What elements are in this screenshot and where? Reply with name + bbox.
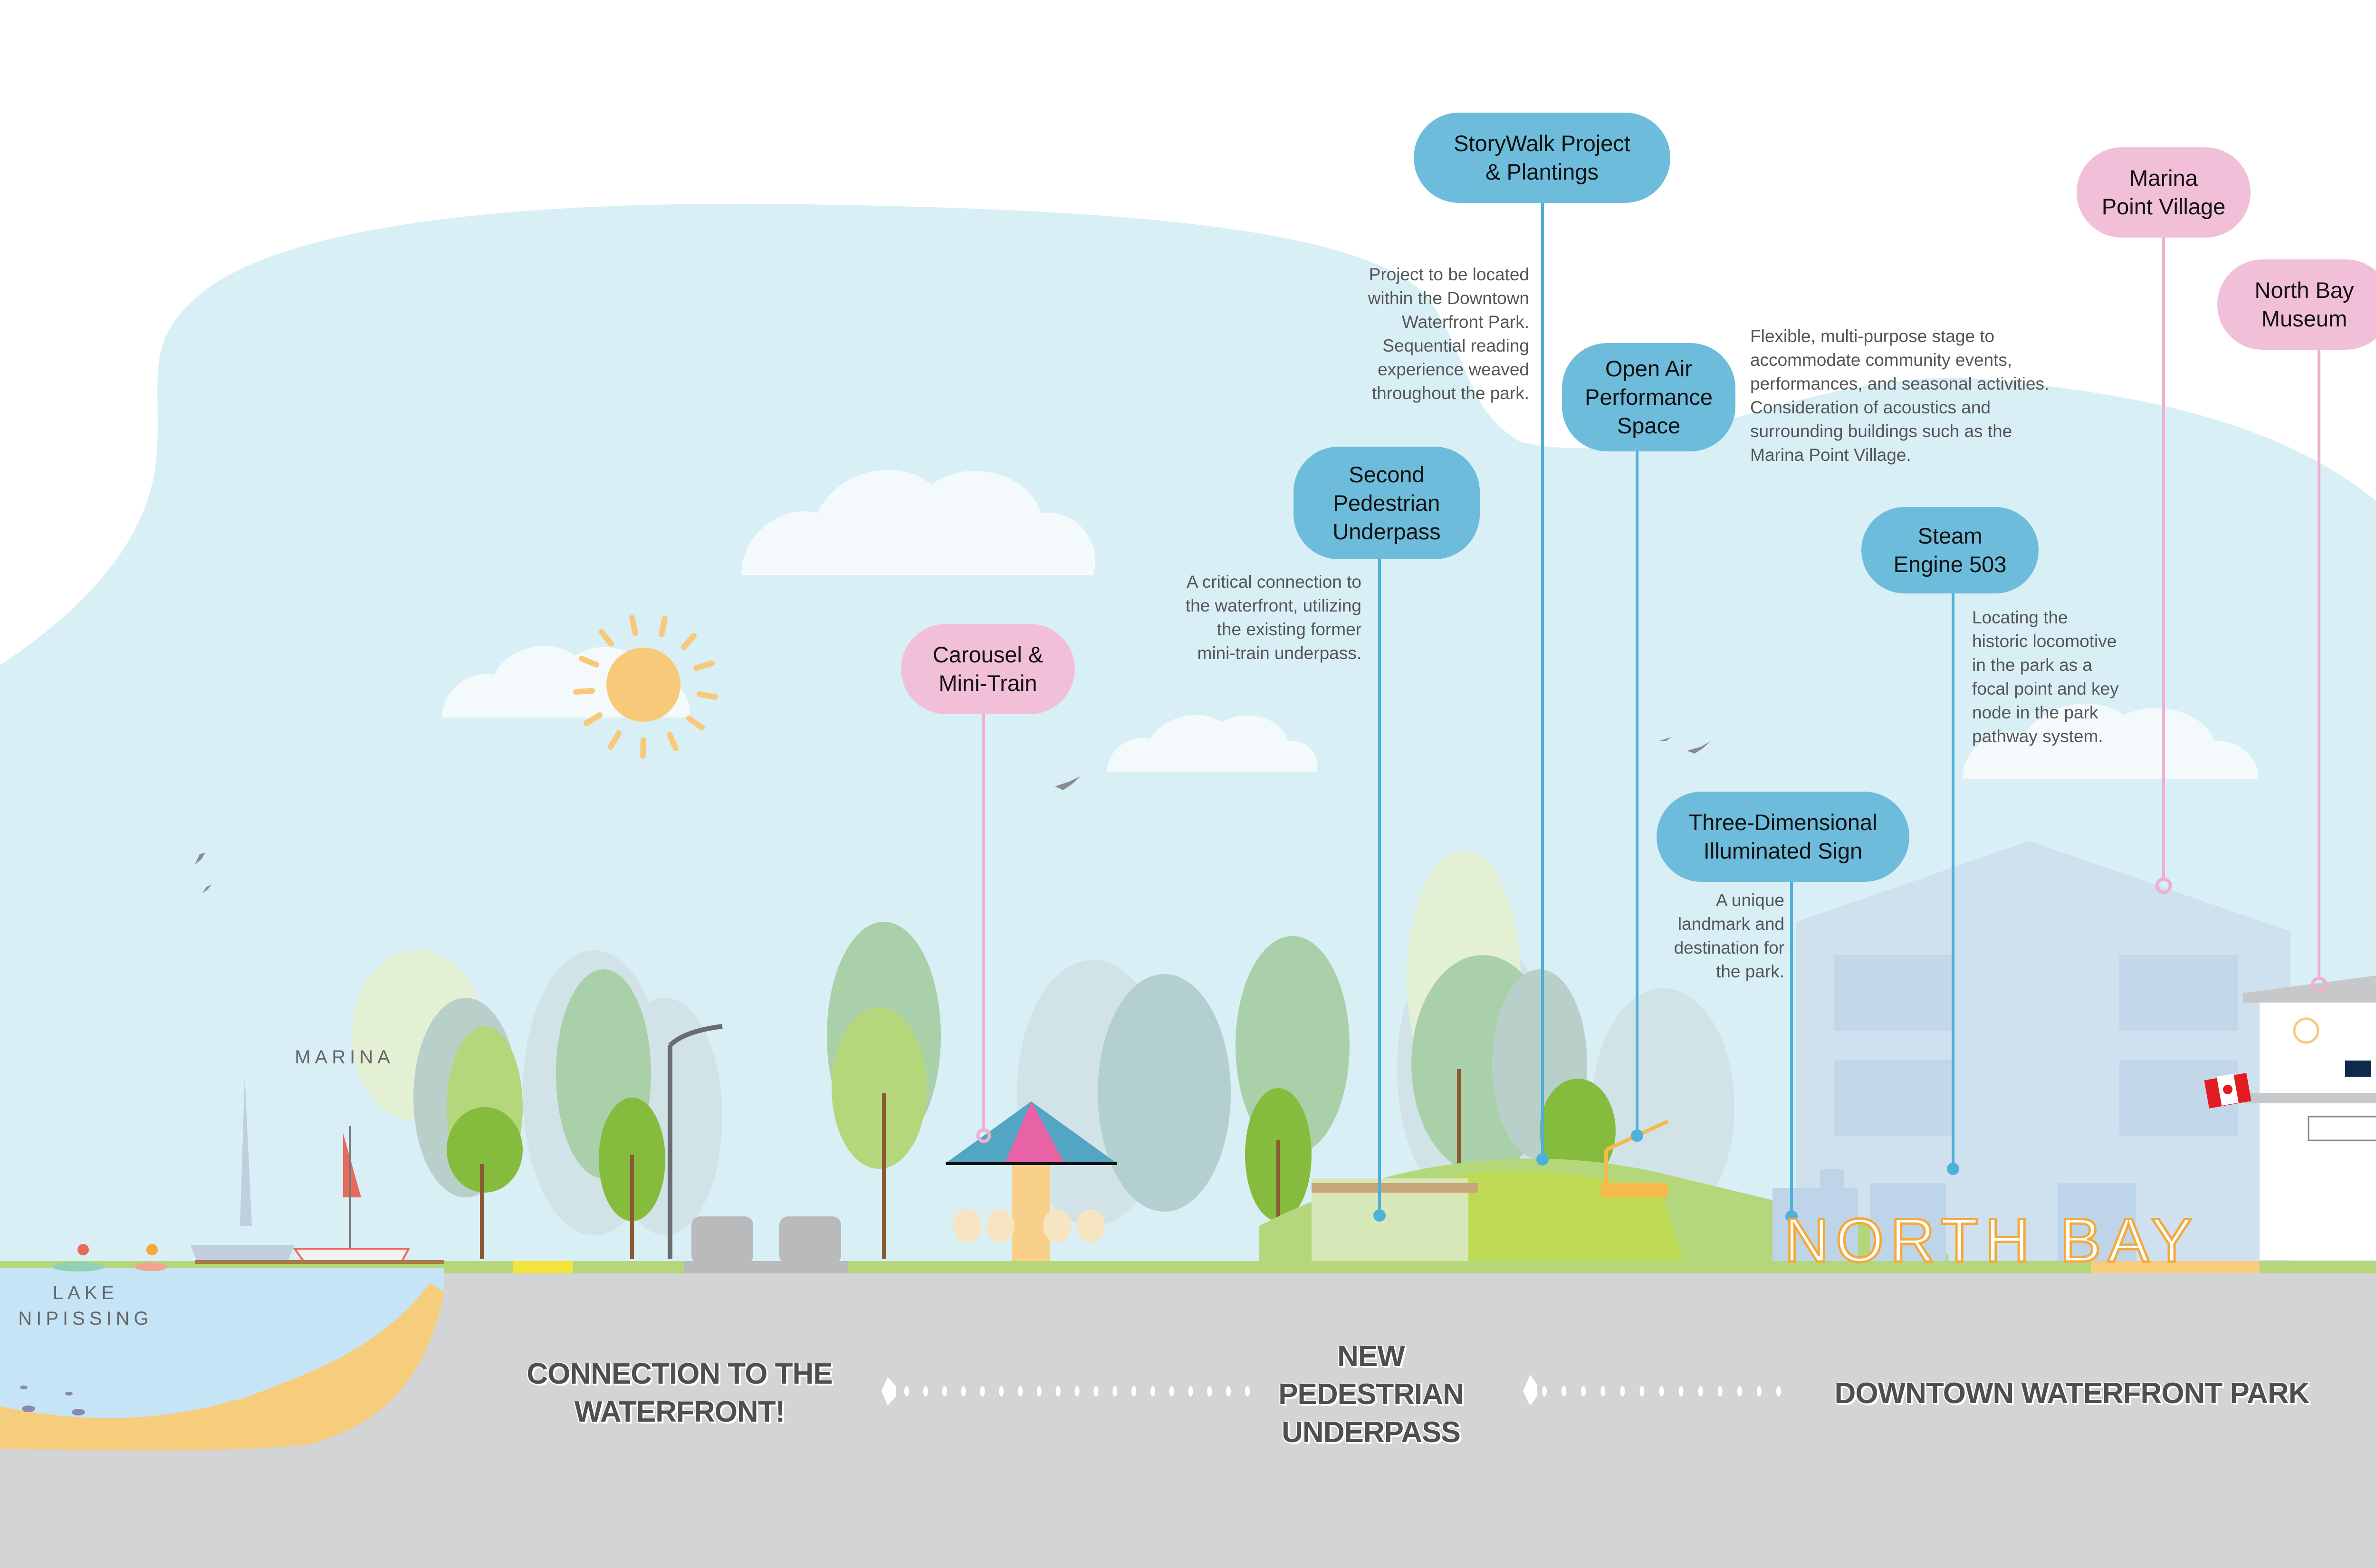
marina-village-leader bbox=[2162, 235, 2165, 879]
path-dot bbox=[1737, 1386, 1742, 1396]
openair-leader bbox=[1636, 449, 1638, 1131]
underpass-leader bbox=[1378, 558, 1381, 1209]
path-dot bbox=[1659, 1386, 1664, 1396]
callout-marina-point-village[interactable]: Marina Point Village bbox=[2077, 147, 2251, 238]
path-dot bbox=[1698, 1386, 1703, 1396]
storywalk-marker bbox=[1536, 1153, 1549, 1166]
path-dot bbox=[1639, 1386, 1645, 1396]
callout-open-air-performance[interactable]: Open Air Performance Space bbox=[1562, 343, 1735, 451]
callout-second-underpass[interactable]: Second Pedestrian Underpass bbox=[1293, 447, 1480, 559]
path-dot bbox=[1756, 1386, 1762, 1396]
path-dot bbox=[1055, 1386, 1061, 1396]
marina-label: MARINA bbox=[295, 1047, 394, 1068]
sun-icon bbox=[573, 615, 718, 759]
description-open-air-performance: Flexible, multi-purpose stage to accommo… bbox=[1750, 326, 2050, 465]
steam-leader bbox=[1952, 592, 1954, 1164]
marina-village-marker bbox=[2155, 877, 2172, 894]
sailboat-silhouette bbox=[190, 1076, 295, 1262]
sign-marker bbox=[1785, 1210, 1798, 1223]
carousel-icon bbox=[922, 1101, 1117, 1273]
dotted-path-left bbox=[904, 1386, 1250, 1396]
path-dot bbox=[1245, 1386, 1250, 1396]
path-dot bbox=[1542, 1386, 1547, 1396]
cloud-icon bbox=[741, 469, 1096, 575]
callout-storywalk[interactable]: StoryWalk Project & Plantings bbox=[1414, 113, 1670, 203]
path-dot bbox=[1074, 1386, 1080, 1396]
north-bay-museum-building bbox=[2243, 975, 2376, 1260]
path-dot bbox=[1112, 1386, 1118, 1396]
bird-icon bbox=[195, 737, 1711, 893]
rail-car-silhouette bbox=[2058, 1183, 2136, 1273]
path-dot bbox=[1018, 1386, 1023, 1396]
steam-engine-silhouette bbox=[1772, 1169, 1946, 1264]
arrow-left-icon bbox=[881, 1377, 896, 1405]
path-dot bbox=[1131, 1386, 1136, 1396]
path-dot bbox=[1581, 1386, 1586, 1396]
description-illuminated-sign: A unique landmark and destination for th… bbox=[1674, 890, 1784, 981]
path-dot bbox=[1188, 1386, 1193, 1396]
cloud-icon bbox=[1107, 715, 1318, 772]
path-dot bbox=[1620, 1386, 1625, 1396]
cloud-icon bbox=[1963, 703, 2258, 779]
path-dot bbox=[1678, 1386, 1684, 1396]
steam-marker bbox=[1947, 1163, 1959, 1175]
sign-leader bbox=[1790, 879, 1793, 1212]
downtown-waterfront-park-label: DOWNTOWN WATERFRONT PARK bbox=[1834, 1377, 2310, 1410]
carousel-leader bbox=[982, 713, 985, 1131]
dotted-path-right bbox=[1542, 1386, 1781, 1396]
lake-sand-bed bbox=[0, 1283, 444, 1451]
description-steam-engine: Locating the historic locomotive in the … bbox=[1972, 608, 2119, 746]
description-second-underpass: A critical connection to the waterfront,… bbox=[1185, 572, 1361, 663]
path-dot bbox=[904, 1386, 909, 1396]
callout-carousel[interactable]: Carousel & Mini-Train bbox=[901, 624, 1075, 714]
callout-north-bay-museum[interactable]: North Bay Museum bbox=[2217, 259, 2376, 350]
description-storywalk: Project to be located within the Downtow… bbox=[1368, 265, 1529, 403]
path-dot bbox=[999, 1386, 1004, 1396]
path-dot bbox=[1226, 1386, 1231, 1396]
underpass-structure bbox=[1312, 1178, 1468, 1273]
callout-steam-engine[interactable]: Steam Engine 503 bbox=[1861, 507, 2039, 593]
marina-point-village-building bbox=[1796, 841, 2290, 1273]
path-dot bbox=[1776, 1386, 1781, 1396]
lake-nipissing-label: LAKE NIPISSING bbox=[18, 1282, 153, 1329]
arrow-left-icon bbox=[1523, 1375, 1537, 1405]
street-light-icon bbox=[668, 1024, 723, 1259]
connection-to-waterfront-label: CONNECTION TO THE WATERFRONT! bbox=[527, 1358, 833, 1428]
sailboat-icon bbox=[293, 1126, 411, 1263]
storywalk-leader bbox=[1541, 202, 1544, 1155]
path-dot bbox=[961, 1386, 966, 1396]
path-dot bbox=[1207, 1386, 1212, 1396]
path-dot bbox=[1562, 1386, 1567, 1396]
path-dot bbox=[1717, 1386, 1723, 1396]
path-dot bbox=[1150, 1386, 1155, 1396]
car-icon bbox=[691, 1216, 841, 1264]
path-dot bbox=[942, 1386, 947, 1396]
openair-marker bbox=[1631, 1129, 1643, 1142]
trees-group bbox=[352, 851, 1616, 1221]
path-dot bbox=[980, 1386, 985, 1396]
marina-dock bbox=[195, 1260, 444, 1264]
performance-stage-icon bbox=[1601, 1119, 1669, 1197]
path-dot bbox=[1600, 1386, 1606, 1396]
path-dot bbox=[1169, 1386, 1174, 1396]
path-dot bbox=[923, 1386, 928, 1396]
callout-illuminated-sign[interactable]: Three-Dimensional Illuminated Sign bbox=[1657, 792, 1909, 882]
underpass-marker bbox=[1373, 1209, 1386, 1222]
path-dot bbox=[1093, 1386, 1099, 1396]
museum-leader bbox=[2318, 347, 2320, 979]
path-dot bbox=[1036, 1386, 1042, 1396]
north-bay-illuminated-sign: NORTH BAY bbox=[1783, 1205, 2199, 1276]
kayak-icon bbox=[52, 1244, 168, 1272]
canada-flag-icon bbox=[2204, 1072, 2251, 1109]
fish-icon bbox=[20, 1386, 85, 1415]
new-pedestrian-underpass-label: NEW PEDESTRIAN UNDERPASS bbox=[1278, 1340, 1464, 1449]
